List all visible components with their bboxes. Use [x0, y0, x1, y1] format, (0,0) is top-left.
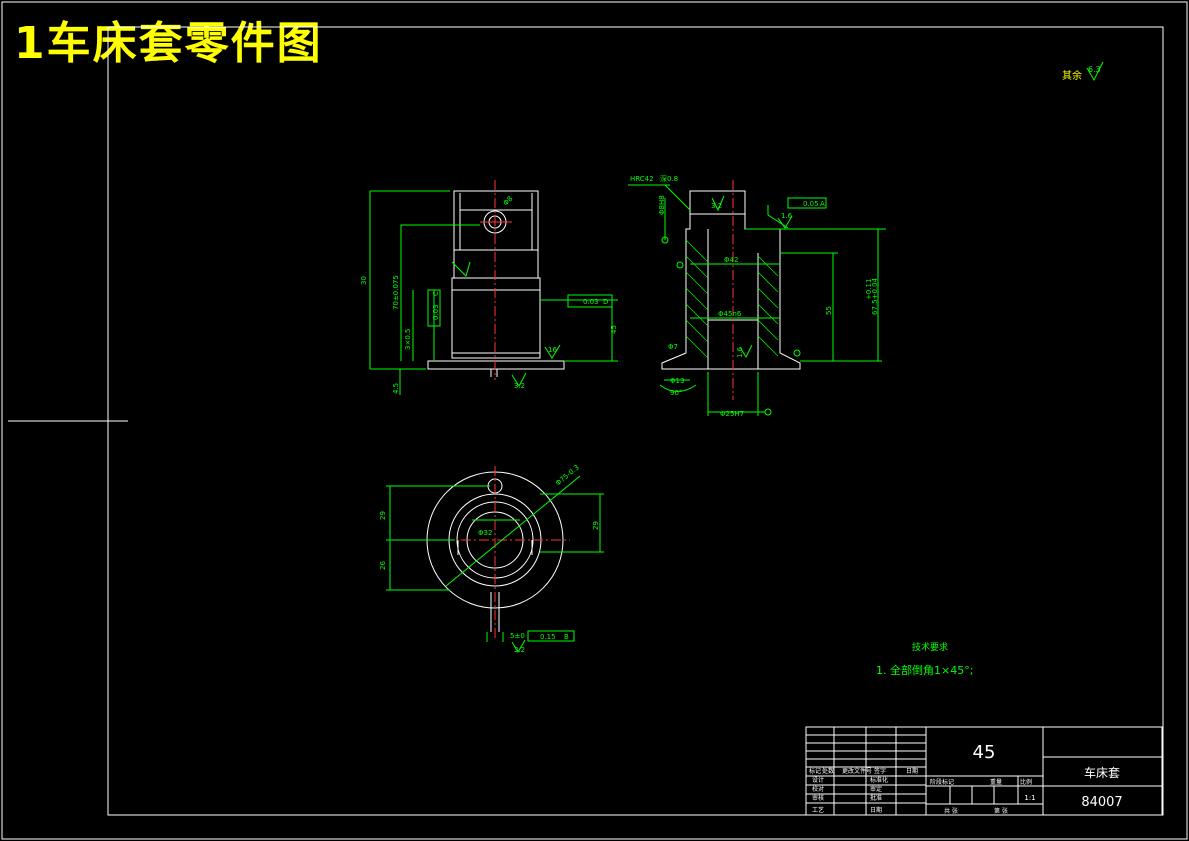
dim-5: 5±0	[510, 632, 525, 640]
title-left-label: 审核	[812, 794, 824, 802]
dim-70: 70±0.075	[392, 275, 400, 310]
title-row-label: 日期	[906, 767, 918, 775]
title-mid-label: 审定	[870, 785, 882, 793]
dim-25h7: Φ25H7	[720, 410, 744, 418]
top-view: 29 26 29 Φ32 Φ75-0.3 5±0 0.15 B 3.2	[379, 463, 604, 654]
hole-label: Φ8	[502, 195, 515, 208]
surface-note-label: 其余	[1062, 69, 1082, 82]
dim-29-right: 29	[592, 521, 600, 530]
title-part-name: 车床套	[1084, 765, 1120, 780]
rough-top: 3.2	[514, 646, 525, 654]
dim-45: 45	[610, 325, 618, 334]
title-left-label: 校对	[812, 785, 824, 793]
title-row-label: 更改文件号	[842, 767, 872, 775]
title-mid-label: 批准	[870, 794, 882, 802]
dim-45n6: Φ45n6	[718, 310, 742, 318]
title-row-label: 签字	[874, 767, 886, 775]
dim-90: 90°	[670, 389, 682, 397]
sym-tol: 0.15	[540, 633, 556, 641]
hrc-depth: 深0.8	[660, 174, 678, 183]
dim-40: +0.11	[865, 279, 873, 300]
dim-7: Φ7	[668, 343, 678, 351]
dim-8h8: Φ8H8	[658, 195, 666, 215]
tol-run: 0.03	[583, 298, 599, 306]
sym-ref: B	[564, 633, 569, 641]
technical-notes: 技术要求 1. 全部倒角1×45°;	[876, 641, 973, 677]
title-left-label: 工艺	[812, 806, 824, 814]
dim-30: 30	[360, 276, 368, 285]
title-scale: 1:1	[1024, 794, 1035, 802]
dim-26: 26	[379, 561, 387, 570]
dim-16: 16	[548, 346, 557, 354]
title-sheet-no: 第 张	[994, 807, 1008, 815]
dim-13: Φ13	[670, 377, 684, 385]
front-view: 30 70±0.075 3×0.5 4.5 45 16 3.2 Φ8 0.03 …	[360, 180, 618, 395]
rough-16-bore: 1.6	[736, 346, 744, 358]
rough-32: 3.2	[514, 382, 525, 390]
notes-item-1: 1. 全部倒角1×45°;	[876, 663, 973, 677]
section-view: HRC42 深0.8 Φ8H8 3.2 1.6 0.05 A Φ42 Φ45n6…	[628, 174, 886, 418]
title-block: 45 车床套 84007 1:1 标记 处数 更改文件号 签字 日期 设计 校对…	[805, 726, 1163, 816]
title-mid-label: 日期	[870, 806, 882, 814]
surface-roughness-note: 其余 6.3	[1062, 61, 1104, 82]
title-material: 45	[973, 742, 996, 763]
tol-perp-ref: C	[432, 291, 440, 296]
tol-run-ref: D	[603, 298, 608, 306]
dim-67: 67.5+0.04	[871, 277, 879, 315]
title-drawing-no: 84007	[1081, 795, 1122, 810]
title-stage-label: 重量	[990, 778, 1002, 786]
dim-55: 55	[825, 306, 833, 315]
hrc-label: HRC42	[630, 175, 654, 183]
title-stage-label: 比例	[1020, 778, 1032, 786]
tol-perp: 0.03	[432, 304, 440, 320]
title-left-label: 设计	[812, 776, 824, 784]
title-sheet-total: 共 张	[944, 807, 958, 815]
dim-42: Φ42	[724, 256, 738, 264]
rough-32-section: 3.2	[711, 202, 722, 210]
title-row-label: 处数	[822, 767, 834, 775]
dim-4-5: 4.5	[392, 383, 400, 394]
title-row-label: 标记	[809, 767, 821, 775]
rough-16-section: 1.6	[781, 212, 793, 220]
dim-29-top: 29	[379, 511, 387, 520]
surface-note-value: 6.3	[1088, 65, 1101, 74]
par-ref: A	[820, 200, 825, 208]
title-mid-label: 标准化	[870, 776, 888, 784]
dim-3x05: 3×0.5	[404, 329, 412, 350]
title-stage-label: 阶段标记	[930, 778, 954, 786]
dim-32: Φ32	[478, 529, 492, 537]
notes-heading: 技术要求	[912, 641, 948, 653]
dim-75: Φ75-0.3	[554, 463, 581, 487]
par-tol: 0.05	[803, 200, 819, 208]
